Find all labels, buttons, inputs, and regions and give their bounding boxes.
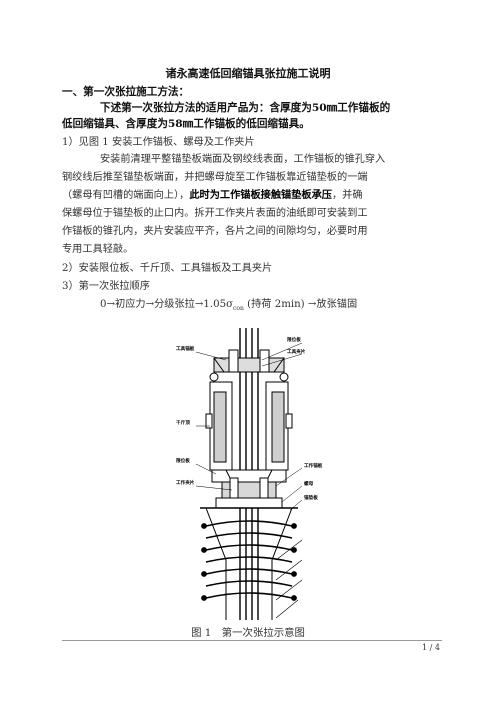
label-jack: 千斤顶 (176, 421, 190, 426)
tension-sequence: 0→初应力→分级张拉→1.05σcon (持荷 2min) →放张锚固 (100, 297, 357, 316)
step1-line-5: 作锚板的锥孔内，夹片安装应平齐，各片之间的间隙均匀，必要时用 (62, 226, 368, 237)
pin-right-icon (279, 372, 289, 382)
step1-line-3: （螺母有凹槽的端面向上），此时为工作锚板接触锚垫板承压，并确 (62, 188, 363, 203)
step1-line-2: 钢绞线后推至锚垫板端面，并把螺母旋至工作锚板靠近锚垫板的一端 (62, 172, 368, 183)
step3-heading: 3）第一次张拉顺序 (62, 281, 150, 292)
label-limit-plate: 限位板 (176, 459, 190, 464)
step1-line-3-a: （螺母有凹槽的端面向上）， (62, 190, 190, 201)
applicability-line-1: 下述第一次张拉方法的适用产品为：含厚度为50㎜工作锚板的 (100, 102, 391, 114)
sequence-main: 0→初应力→分级张拉→1.05σ (100, 299, 234, 310)
label-limit-plate-top: 限位板 (287, 338, 301, 343)
sequence-subscript: con (233, 305, 244, 313)
label-bearing-plate: 锚垫板 (304, 496, 318, 501)
document-title: 诸永高速低回缩锚具张拉施工说明 (165, 67, 331, 80)
limit-plate-shape (211, 469, 287, 483)
step1-heading: 1）见图 1 安装工作锚板、螺母及工作夹片 (62, 137, 255, 148)
spiral-reinforcement (205, 520, 293, 599)
trumpet-shape (205, 507, 293, 620)
work-clip-right (259, 477, 269, 499)
label-nut: 螺母 (304, 482, 314, 487)
step1-line-3-bold: 此时为工作锚板接触锚垫板承压 (189, 189, 332, 201)
nut-shape (215, 497, 283, 509)
step1-line-1: 安装前清理平整锚垫板端面及钢绞线表面，工作锚板的锥孔穿入 (100, 154, 386, 165)
jack-port-right (285, 413, 293, 429)
section-heading: 一、第一次张拉施工方法： (62, 86, 190, 98)
label-tool-clip: 工具夹片 (287, 350, 306, 355)
jack-piston-left (213, 391, 227, 463)
sequence-tail: (持荷 2min) →放张锚固 (243, 299, 358, 310)
pin-left-icon (209, 372, 219, 382)
step2-heading: 2）安装限位板、千斤顶、工具锚板及工具夹片 (62, 263, 273, 274)
jack-piston-right (271, 391, 285, 463)
concrete-hatch (275, 539, 303, 619)
applicability-line-2: 低回缩锚具、含厚度为58㎜工作锚板的低回缩锚具。 (62, 118, 310, 130)
tool-clip-left (228, 349, 239, 373)
label-work-clip: 工作夹片 (176, 481, 195, 486)
work-clip-left (229, 477, 239, 499)
step1-line-3-b: ，并确 (331, 190, 363, 201)
tool-clip-right (259, 349, 270, 373)
step1-line-6: 专用工具轻敲。 (62, 244, 134, 255)
step1-line-4: 保螺母位于锚垫板的止口内。拆开工作夹片表面的油纸即可安装到工 (62, 208, 368, 219)
jack-port-left (205, 413, 213, 429)
leader-lines (195, 342, 303, 511)
label-tool-anchor-plate: 工具锚板 (176, 347, 195, 352)
page-number: 1 / 4 (422, 643, 440, 652)
label-work-anchor-plate: 工作锚板 (304, 464, 323, 469)
tool-anchor-plate-shape (213, 357, 285, 373)
footer-rule (62, 640, 442, 641)
figure-caption: 图 1 第一次张拉示意图 (191, 627, 305, 639)
